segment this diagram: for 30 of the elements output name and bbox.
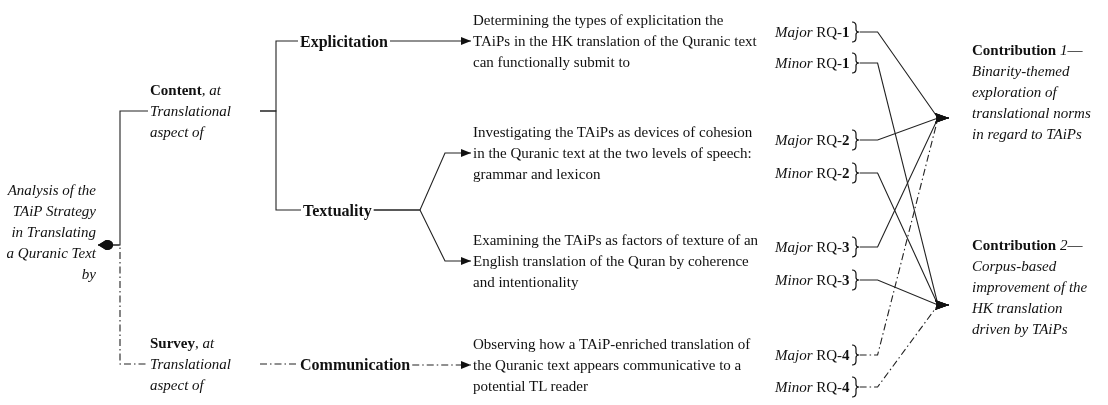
contribution-text: Binarity-themed exploration of translational norms in regard to TAiPs	[972, 62, 1092, 144]
research-question-label: Major RQ-2	[775, 130, 850, 150]
branch-label: Content, at Translational aspect of	[150, 80, 258, 143]
contribution-heading: Contribution 1—	[972, 41, 1084, 60]
research-question-label: Minor RQ-4	[775, 377, 850, 397]
connector-line	[859, 300, 950, 388]
connector-line	[389, 37, 472, 45]
research-question-label: Minor RQ-1	[775, 53, 850, 73]
objective-text: Investigating the TAiPs as devices of cohesion in the Quranic text at the two levels of speech: grammar and lexicon	[473, 122, 761, 185]
category-label: Communication	[300, 354, 411, 375]
research-question-label: Major RQ-4	[775, 345, 850, 365]
objective-text: Examining the TAiPs as factors of texture of an English translation of the Quran by coherence and intentionality	[473, 230, 761, 293]
objective-text: Observing how a TAiP-enriched translation of the Quranic text appears communicative to a potential TL reader	[473, 334, 761, 397]
connector-line	[373, 209, 472, 265]
research-question-label: Major RQ-3	[775, 237, 850, 257]
research-question-label: Minor RQ-3	[775, 270, 850, 290]
root-label: Analysis of the TAiP Strategy in Translating a Quranic Text by	[6, 180, 96, 285]
category-label: Explicitation	[300, 31, 388, 52]
research-question-label: Major RQ-1	[775, 22, 850, 42]
connector-line	[259, 363, 299, 365]
contribution-heading: Contribution 2—	[972, 236, 1084, 255]
connector-line	[411, 361, 472, 369]
category-label: Textuality	[303, 200, 372, 221]
connector-line	[859, 113, 950, 356]
contribution-text: Corpus-based improvement of the HK translation driven by TAiPs	[972, 257, 1089, 339]
research-question-label: Minor RQ-2	[775, 163, 850, 183]
branch-label: Survey, at Translational aspect of	[150, 333, 258, 396]
connector-line	[259, 110, 302, 211]
objective-text: Determining the types of explicitation the TAiPs in the HK translation of the Quranic text can functionally submit to	[473, 10, 761, 73]
connector-line	[97, 240, 149, 365]
